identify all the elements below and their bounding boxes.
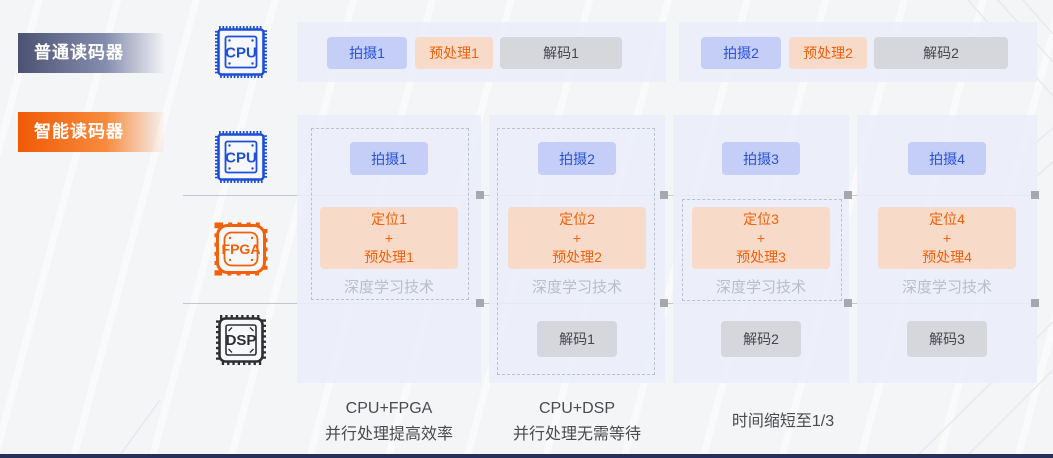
- connector-node: [476, 191, 484, 199]
- dashed-group-cpu-dsp: [497, 128, 655, 375]
- caption-line: CPU+DSP: [538, 400, 616, 417]
- caption-cpu-fpga: CPU+FPGA 并行处理提高效率: [297, 396, 481, 448]
- smart-locate-preprocess-2-block: 定位2 + 预处理2: [508, 207, 646, 269]
- smart-decode-3-block: 解码3: [907, 321, 987, 357]
- plus-sign: +: [384, 229, 394, 246]
- dsp-chip-icon: DSP: [216, 315, 266, 365]
- deep-learning-label: 深度学习技术: [531, 278, 622, 296]
- connector-node: [1031, 299, 1039, 307]
- normal-capture-1-block: 拍摄1: [327, 37, 407, 69]
- normal-capture-2-block: 拍摄2: [701, 37, 781, 69]
- preprocess-label: 预处理1: [364, 248, 414, 265]
- caption-line: 并行处理提高效率: [324, 426, 453, 443]
- connector-node: [660, 299, 668, 307]
- badge-normal-reader: 普通读码器: [18, 33, 164, 73]
- preprocess-label: 预处理4: [922, 248, 972, 265]
- locate-label: 定位4: [929, 210, 965, 227]
- deep-learning-label: 深度学习技术: [343, 278, 434, 296]
- cpu-chip-label: CPU: [225, 45, 257, 62]
- smart-locate-preprocess-3-block: 定位3 + 预处理3: [692, 207, 830, 269]
- smart-capture-1-block: 拍摄1: [350, 142, 428, 175]
- badge-smart-reader: 智能读码器: [18, 112, 164, 152]
- deep-learning-label: 深度学习技术: [901, 278, 992, 296]
- smart-decode-1-block: 解码1: [537, 321, 617, 357]
- plus-sign: +: [572, 229, 582, 246]
- normal-decode-1-block: 解码1: [500, 37, 622, 69]
- smart-capture-2-block: 拍摄2: [538, 142, 616, 175]
- locate-label: 定位3: [743, 210, 779, 227]
- deep-learning-label: 深度学习技术: [715, 278, 806, 296]
- smart-capture-4-block: 拍摄4: [908, 142, 986, 175]
- dashed-group-fpga-only: [682, 199, 842, 301]
- plus-sign: +: [942, 229, 952, 246]
- connector-node: [660, 191, 668, 199]
- caption-line: CPU+FPGA: [345, 400, 433, 417]
- connector-node: [844, 191, 852, 199]
- caption-cpu-dsp: CPU+DSP 并行处理无需等待: [489, 396, 665, 448]
- normal-preprocess-2-block: 预处理2: [789, 37, 867, 69]
- cpu-chip-icon: CPU: [215, 26, 267, 78]
- smart-decode-2-block: 解码2: [721, 321, 801, 357]
- bottom-accent-bar: [0, 454, 1053, 458]
- smart-locate-preprocess-4-block: 定位4 + 预处理4: [878, 207, 1016, 269]
- dashed-group-cpu-fpga: [311, 128, 469, 300]
- normal-preprocess-1-block: 预处理1: [415, 37, 493, 69]
- smart-capture-3-block: 拍摄3: [722, 142, 800, 175]
- connector-node: [1031, 191, 1039, 199]
- dsp-chip-label: DSP: [226, 332, 257, 349]
- smart-locate-preprocess-1-block: 定位1 + 预处理1: [320, 207, 458, 269]
- locate-label: 定位1: [371, 210, 407, 227]
- connector-node: [844, 299, 852, 307]
- cpu-chip-icon: CPU: [215, 131, 267, 183]
- normal-decode-2-block: 解码2: [874, 37, 1008, 69]
- locate-label: 定位2: [559, 210, 595, 227]
- caption-line: 并行处理无需等待: [512, 426, 641, 443]
- fpga-chip-icon: FPGA: [214, 222, 268, 276]
- plus-sign: +: [756, 229, 766, 246]
- caption-line: 时间缩短至1/3: [731, 413, 835, 430]
- caption-time-reduced: 时间缩短至1/3: [665, 409, 901, 435]
- cpu-chip-label: CPU: [225, 150, 257, 167]
- preprocess-label: 预处理3: [736, 248, 786, 265]
- preprocess-label: 预处理2: [552, 248, 602, 265]
- connector-node: [476, 299, 484, 307]
- fpga-chip-label: FPGA: [222, 241, 261, 257]
